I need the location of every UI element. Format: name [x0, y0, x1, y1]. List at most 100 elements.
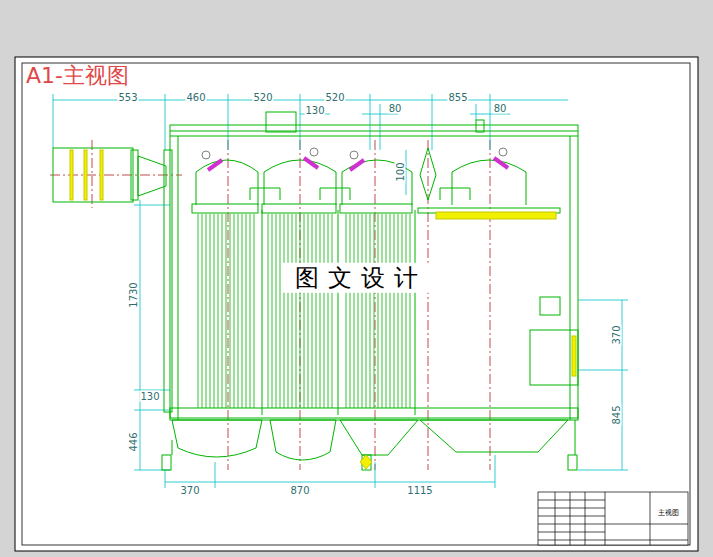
title-block	[538, 516, 605, 517]
sheet-frame	[15, 57, 698, 551]
dimension-value: 1730	[128, 281, 139, 308]
housing	[162, 455, 171, 470]
housing	[270, 420, 336, 460]
housing	[178, 136, 179, 420]
valve	[499, 148, 507, 156]
housing	[250, 188, 280, 200]
filter-tube-bundle	[206, 214, 207, 408]
filter-tube-bundle	[214, 214, 215, 408]
filter-tube-bundle	[390, 214, 391, 408]
filter-tube-bundle	[394, 214, 395, 408]
filter-tube-bundle	[268, 214, 269, 408]
filter-tube-bundle	[272, 214, 273, 408]
nozzle	[350, 160, 364, 170]
filter-tube-bundle	[280, 214, 281, 408]
title-block	[538, 492, 688, 545]
title-block	[538, 508, 605, 509]
sheet-frame	[15, 57, 698, 551]
dimension-line	[215, 462, 216, 488]
housing	[170, 131, 578, 132]
filter-tube-bundle	[304, 214, 305, 408]
nozzle	[304, 158, 318, 168]
dimension-value: 520	[324, 92, 345, 103]
title-block	[538, 500, 605, 501]
title-block-cell: 主视图	[657, 510, 680, 518]
dimension-line	[375, 462, 376, 488]
filter-tube-bundle	[292, 214, 293, 408]
dimension-line	[622, 300, 623, 470]
dimension-value: 446	[128, 431, 139, 452]
housing	[264, 160, 336, 205]
yellow-part	[360, 455, 372, 469]
housing	[262, 210, 263, 415]
housing	[420, 148, 436, 200]
housing	[320, 188, 350, 200]
filter-tube-bundle	[234, 214, 235, 408]
housing	[342, 160, 412, 205]
filter-tube-bundle	[366, 214, 367, 408]
yellow-part	[70, 150, 576, 469]
housing	[170, 125, 578, 420]
dimension-value: 130	[139, 391, 160, 402]
housing	[131, 150, 138, 200]
housing	[262, 204, 336, 213]
housing	[170, 408, 578, 418]
yellow-part	[572, 336, 576, 376]
filter-tube-bundle	[378, 214, 379, 408]
housing	[164, 150, 172, 412]
housing	[420, 420, 568, 452]
dimension-line	[490, 94, 491, 150]
housing	[338, 210, 339, 415]
yellow-part	[436, 212, 556, 219]
filter-tube-bundle	[406, 214, 407, 408]
filter-tube-bundle	[358, 214, 359, 408]
filter-tube-bundle	[324, 214, 325, 408]
dimension-line	[432, 94, 433, 150]
dimension-line	[578, 470, 628, 471]
dimension-line	[165, 470, 166, 488]
filter-tube-bundle	[328, 214, 329, 408]
housing	[570, 136, 571, 420]
yellow-part	[100, 150, 103, 200]
filter-tube-bundle	[346, 214, 347, 408]
dimension-value: 370	[179, 485, 200, 496]
dimension-line	[476, 104, 477, 120]
housing	[540, 297, 560, 315]
housing	[340, 204, 412, 213]
housing	[192, 204, 258, 213]
filter-tube-bundle	[218, 214, 219, 408]
filter-tube-bundle	[410, 214, 411, 408]
dimension-line	[380, 104, 381, 150]
dimension-line	[406, 150, 407, 195]
dimension-line	[362, 114, 398, 115]
dimension-value: 370	[611, 324, 622, 345]
dimension-value: 845	[611, 404, 622, 425]
filter-tube-bundle	[276, 214, 277, 408]
filter-tube-bundle	[202, 214, 203, 408]
dimension-line	[495, 455, 496, 488]
filter-tube-bundle	[398, 214, 399, 408]
filter-tube-bundle	[254, 214, 255, 408]
filter-tube-bundle	[374, 214, 375, 408]
filter-tube-bundle	[210, 214, 211, 408]
title-block	[538, 492, 688, 545]
filter-tube-bundle	[246, 214, 247, 408]
filter-tube-bundle	[230, 214, 231, 408]
valve	[310, 148, 318, 156]
dimension-value: 80	[388, 103, 403, 114]
yellow-part	[84, 150, 87, 200]
filter-tube-bundle	[312, 214, 313, 408]
housing	[340, 420, 418, 455]
dimension-value: 130	[304, 105, 325, 116]
housing	[440, 188, 470, 200]
filter-tube-bundle	[296, 214, 297, 408]
filter-tube-bundle	[288, 214, 289, 408]
housing	[170, 136, 578, 137]
watermark: 图文设计	[283, 263, 431, 293]
dimension-value: 855	[447, 92, 468, 103]
dimension-value: 870	[289, 485, 310, 496]
housing	[568, 455, 577, 470]
filter-tube-bundle	[350, 214, 351, 408]
valve	[202, 151, 210, 159]
